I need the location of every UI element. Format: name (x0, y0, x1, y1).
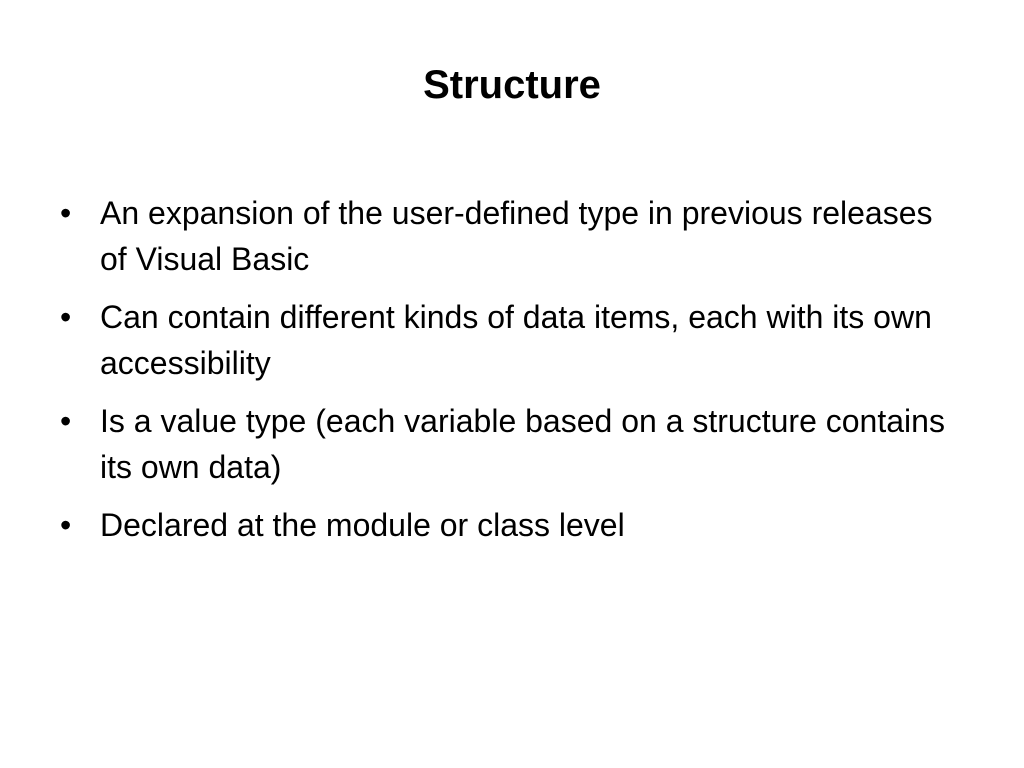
bullet-item: • Declared at the module or class level (56, 502, 956, 548)
bullet-text: An expansion of the user-defined type in… (100, 195, 933, 277)
bullet-item: • Is a value type (each variable based o… (56, 398, 956, 490)
bullet-item: • An expansion of the user-defined type … (56, 190, 956, 282)
bullet-dot-icon: • (60, 403, 72, 439)
bullet-dot-icon: • (60, 299, 72, 335)
bullet-list: • An expansion of the user-defined type … (56, 190, 956, 560)
bullet-dot-icon: • (60, 195, 72, 231)
slide-title: Structure (423, 63, 601, 107)
bullet-dot-icon: • (60, 507, 72, 543)
bullet-text: Declared at the module or class level (100, 507, 625, 543)
bullet-text: Is a value type (each variable based on … (100, 403, 945, 485)
bullet-text: Can contain different kinds of data item… (100, 299, 932, 381)
bullet-item: • Can contain different kinds of data it… (56, 294, 956, 386)
